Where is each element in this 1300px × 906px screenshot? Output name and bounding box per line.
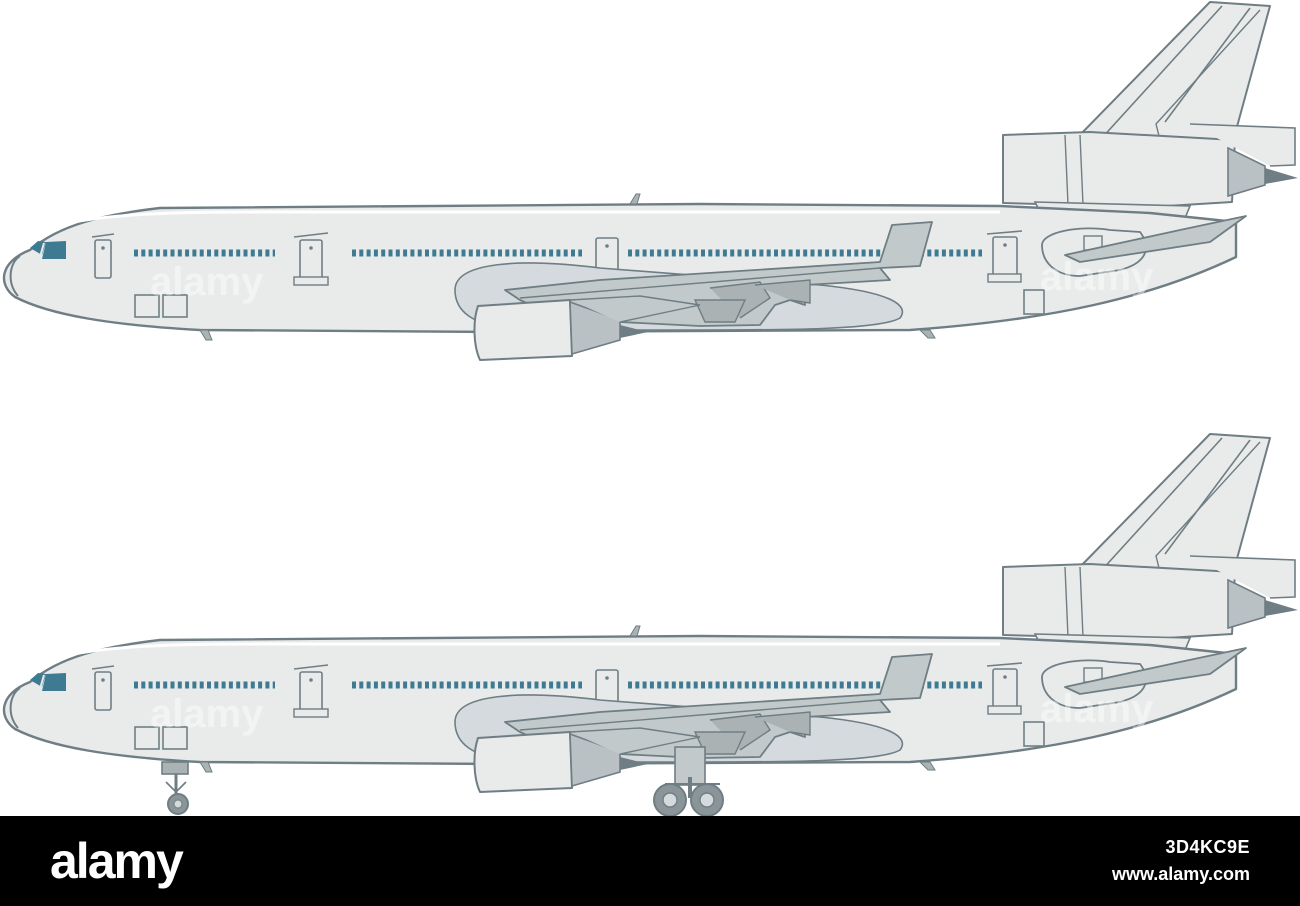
alamy-logo: alamy <box>50 833 184 889</box>
image-id: 3D4KC9E <box>1165 837 1250 857</box>
site-url: www.alamy.com <box>1111 864 1250 884</box>
footer-info: 3D4KC9E www.alamy.com <box>1112 837 1250 885</box>
footer-bar: alamy 3D4KC9E www.alamy.com <box>0 816 1300 906</box>
aircraft-gear-retracted <box>4 2 1298 360</box>
aircraft-gear-extended <box>4 434 1298 816</box>
illustration-canvas: alamy alamy <box>0 0 1300 816</box>
